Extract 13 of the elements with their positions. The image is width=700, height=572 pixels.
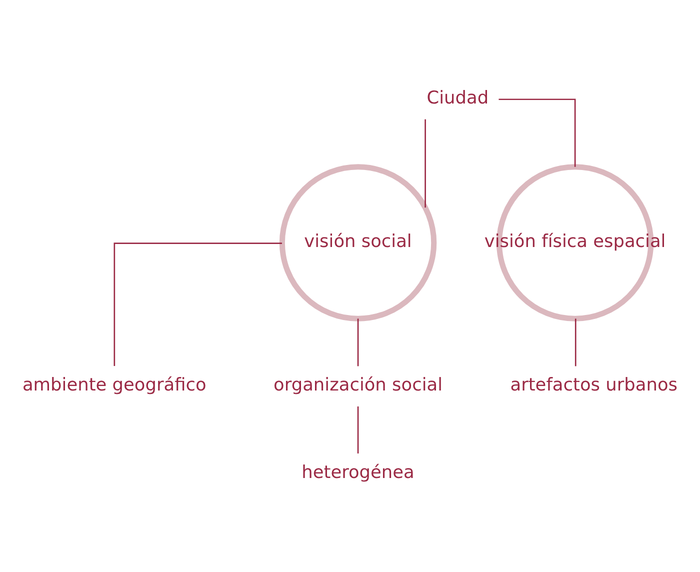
node-text: artefactos urbanos (510, 374, 678, 395)
node-text: ambiente geográfico (22, 374, 206, 395)
connector (498, 98, 576, 166)
node-text: organización social (274, 374, 443, 395)
node-circle: visión social (279, 164, 437, 321)
node-text: heterogénea (302, 462, 414, 482)
connector (357, 406, 359, 453)
node-text: Ciudad (426, 88, 489, 108)
connector (114, 242, 282, 366)
connector (357, 318, 359, 366)
node-label: visión física espacial (484, 231, 666, 252)
connector (424, 118, 426, 208)
connector (574, 318, 576, 366)
